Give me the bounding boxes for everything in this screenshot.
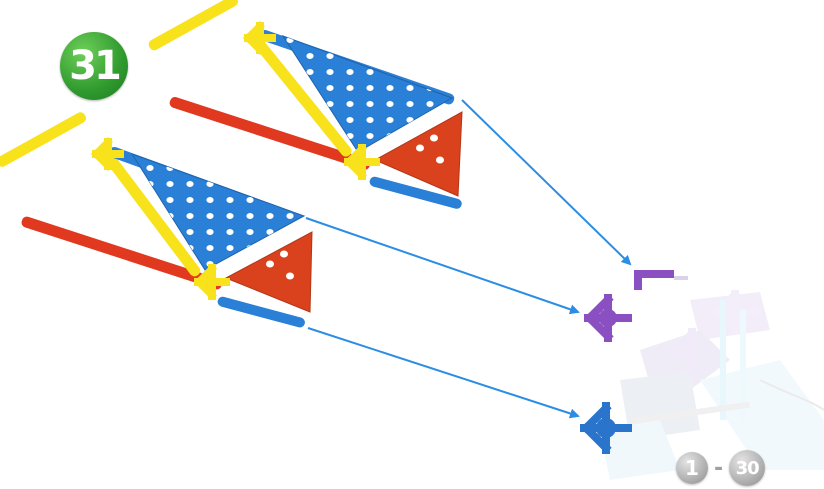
arrow-lower xyxy=(308,328,578,416)
arrow-upper xyxy=(462,100,630,264)
purple-star-connector xyxy=(584,294,632,342)
range-start: 1 xyxy=(685,456,699,480)
steps-range: 1 - 30 xyxy=(676,450,765,486)
step-number: 31 xyxy=(69,43,119,89)
range-end-badge: 30 xyxy=(729,450,765,486)
purple-rod-connector xyxy=(634,270,688,290)
arrow-middle xyxy=(306,218,578,312)
range-separator: - xyxy=(714,456,723,481)
lower-frame-assembly xyxy=(0,111,312,329)
range-start-badge: 1 xyxy=(676,452,708,484)
step-number-badge: 31 xyxy=(60,32,128,100)
range-end: 30 xyxy=(736,458,759,479)
